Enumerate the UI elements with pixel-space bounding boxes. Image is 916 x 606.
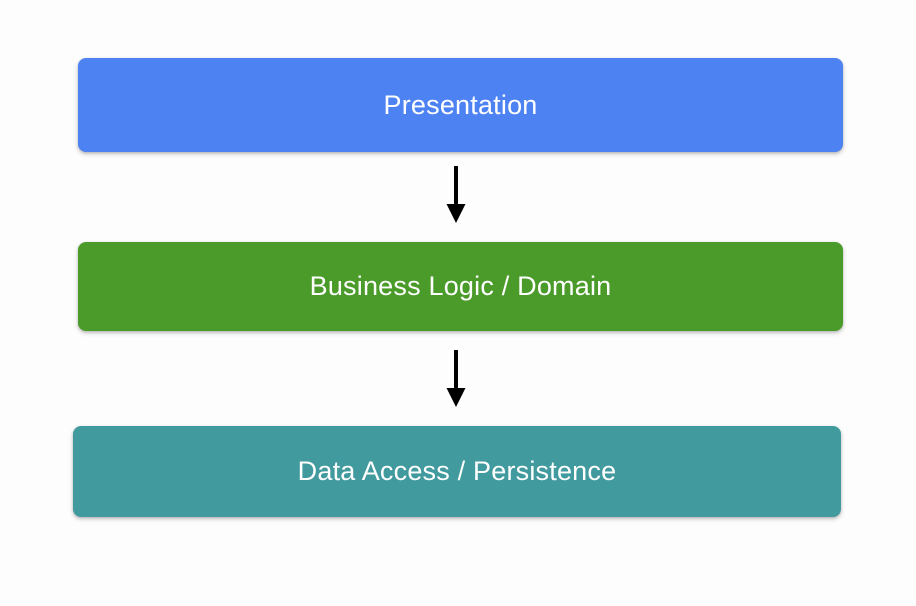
arrowhead-down-icon xyxy=(446,204,466,223)
arrow-presentation-to-business xyxy=(446,166,466,223)
layer-box-data-access[interactable]: Data Access / Persistence xyxy=(73,426,841,517)
layer-label-business-logic: Business Logic / Domain xyxy=(309,271,612,301)
layer-label-presentation: Presentation xyxy=(383,89,538,120)
layer-box-presentation[interactable]: Presentation xyxy=(78,58,843,152)
arrowhead-down-icon xyxy=(446,388,466,407)
arrow-business-to-data xyxy=(446,350,466,407)
layer-label-data-access: Data Access / Persistence xyxy=(297,456,617,486)
layer-box-business-logic[interactable]: Business Logic / Domain xyxy=(78,242,843,331)
